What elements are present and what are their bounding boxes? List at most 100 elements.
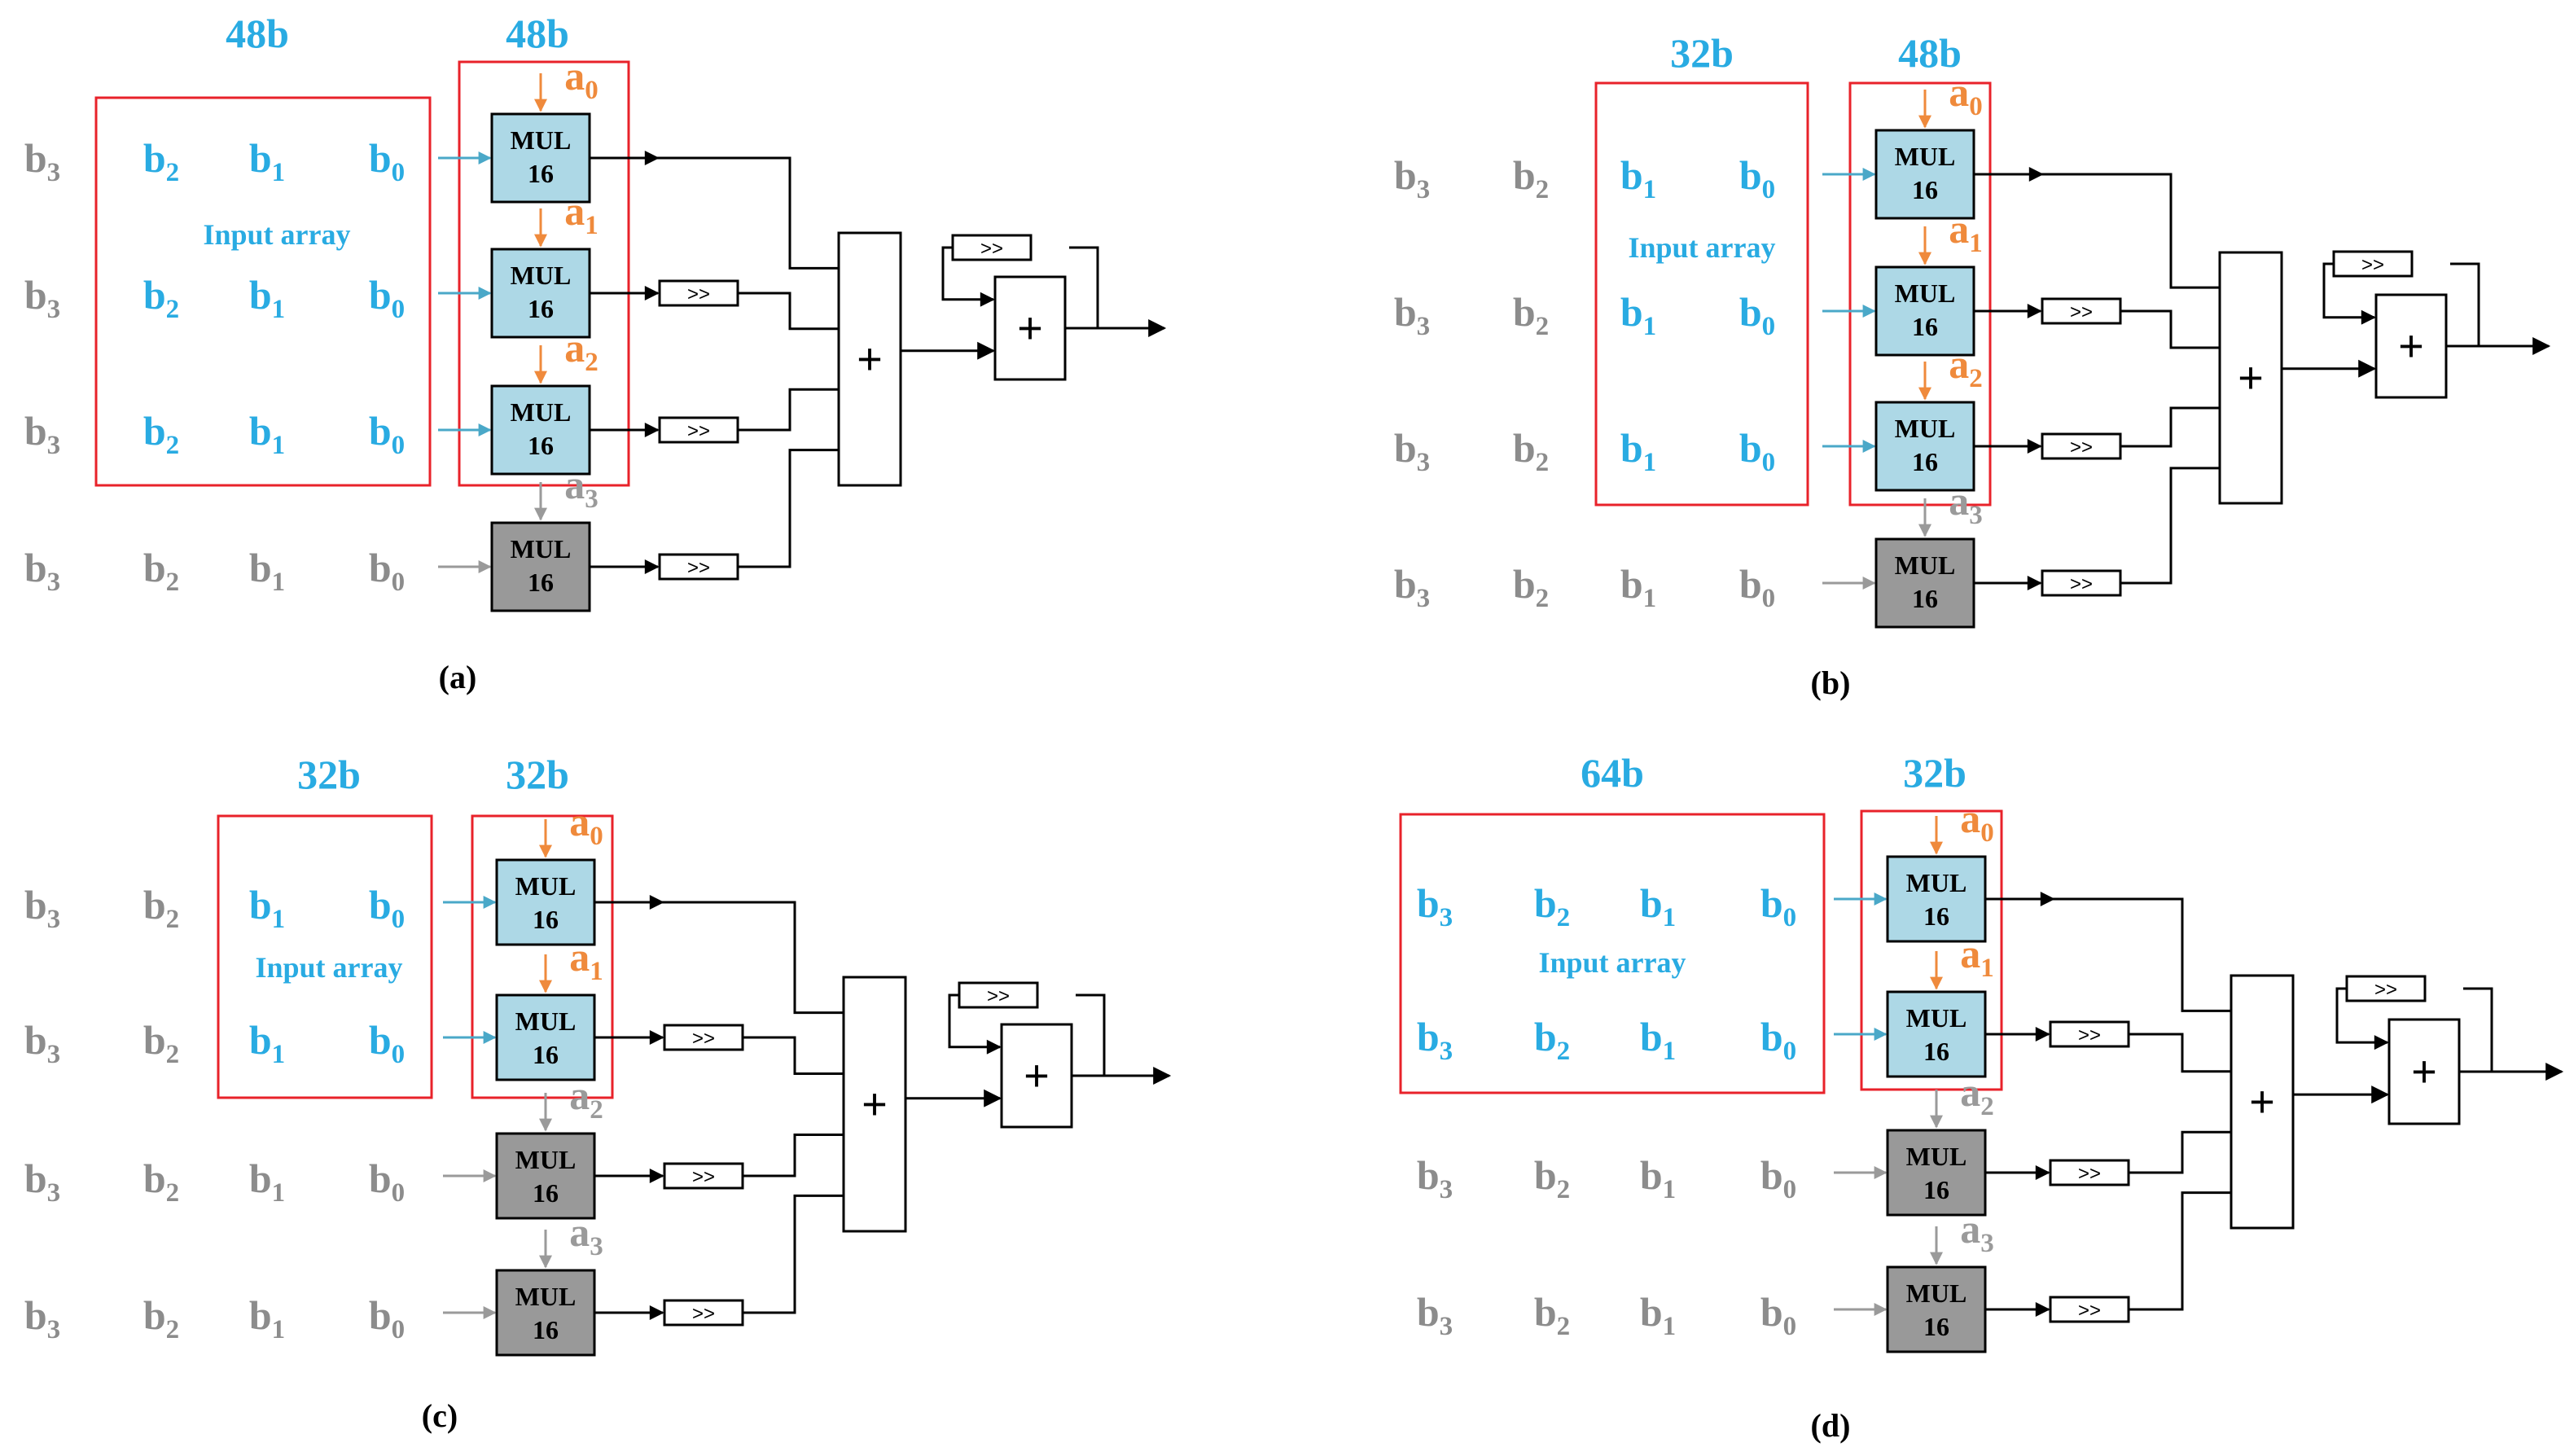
input-b2: b2 bbox=[143, 545, 179, 597]
shift-block bbox=[2041, 569, 2122, 597]
mul16-block bbox=[490, 521, 591, 612]
input-b1: b1 bbox=[1640, 1014, 1676, 1066]
accumulator-plus-label: + bbox=[1017, 304, 1043, 353]
coefficient-a2: a2 bbox=[1949, 341, 1983, 393]
feedback-shift-label: >> bbox=[2374, 979, 2397, 1001]
coefficient-width-label: 48b bbox=[1898, 30, 1962, 76]
input-b3: b3 bbox=[1417, 880, 1453, 932]
input-b1: b1 bbox=[249, 135, 285, 187]
input-b1: b1 bbox=[249, 1292, 285, 1344]
coefficient-a3: a3 bbox=[569, 1209, 603, 1261]
input-width-label: 48b bbox=[226, 11, 289, 56]
input-b0: b0 bbox=[369, 135, 405, 187]
accumulator-plus-label: + bbox=[2398, 322, 2424, 371]
mul-label: MUL bbox=[511, 125, 572, 155]
input-b3: b3 bbox=[1417, 1289, 1453, 1341]
mul-width-label: 16 bbox=[528, 568, 554, 597]
wire bbox=[2459, 987, 2493, 1073]
wire bbox=[743, 1036, 844, 1076]
input-b2: b2 bbox=[143, 408, 179, 460]
input-b3: b3 bbox=[24, 1017, 60, 1069]
mul-label: MUL bbox=[1895, 142, 1956, 171]
shift-label: >> bbox=[692, 1166, 715, 1188]
wire bbox=[2129, 1130, 2231, 1174]
input-b0: b0 bbox=[1760, 1289, 1796, 1341]
input-b0: b0 bbox=[1739, 289, 1775, 341]
input-width-label: 32b bbox=[1670, 30, 1734, 76]
shift-block bbox=[2049, 1020, 2130, 1048]
coefficient-a0: a0 bbox=[1949, 69, 1983, 121]
wire bbox=[1072, 993, 1106, 1077]
accumulator-block bbox=[2374, 293, 2448, 399]
feedback-shift-label: >> bbox=[2361, 254, 2384, 276]
mul-width-label: 16 bbox=[533, 1040, 559, 1069]
mul-label: MUL bbox=[1906, 1278, 1967, 1308]
wire bbox=[1065, 246, 1099, 330]
shift-block bbox=[2041, 432, 2122, 460]
input-b2: b2 bbox=[1534, 1152, 1570, 1204]
feedback-shift-block bbox=[951, 234, 1033, 261]
coefficient-a2: a2 bbox=[564, 325, 598, 377]
input-b3: b3 bbox=[24, 272, 60, 324]
shift-block bbox=[2041, 297, 2122, 325]
mul16-block bbox=[1886, 1265, 1987, 1353]
wire bbox=[948, 993, 1002, 1055]
input-array-frame bbox=[1594, 81, 1809, 507]
mul-width-label: 16 bbox=[533, 1178, 559, 1208]
panel-caption: (b) bbox=[1811, 664, 1851, 701]
input-b1: b1 bbox=[1640, 880, 1676, 932]
input-b3: b3 bbox=[1394, 289, 1430, 341]
input-b0: b0 bbox=[369, 1292, 405, 1344]
shift-block bbox=[658, 553, 739, 581]
mul-width-label: 16 bbox=[1912, 447, 1938, 476]
mul16-block bbox=[495, 1132, 596, 1220]
input-b1: b1 bbox=[1640, 1152, 1676, 1204]
wire bbox=[743, 1133, 844, 1178]
mul16-block bbox=[495, 993, 596, 1081]
wire bbox=[738, 449, 839, 568]
shift-label: >> bbox=[2078, 1163, 2101, 1185]
mul-label: MUL bbox=[1906, 868, 1967, 897]
accumulator-block bbox=[1000, 1023, 1073, 1129]
shift-label: >> bbox=[687, 557, 710, 579]
panel-caption: (a) bbox=[439, 659, 477, 695]
coefficient-a1: a1 bbox=[569, 934, 603, 986]
input-b1: b1 bbox=[249, 1156, 285, 1208]
shift-block bbox=[2049, 1296, 2130, 1323]
multiplier-group-frame bbox=[1860, 809, 2003, 1091]
wire bbox=[2054, 897, 2231, 1012]
input-b3: b3 bbox=[1394, 152, 1430, 204]
input-b1: b1 bbox=[1640, 1289, 1676, 1341]
multiplier-group-frame bbox=[1848, 81, 1992, 507]
mul16-block bbox=[490, 384, 591, 476]
panel-caption: (c) bbox=[422, 1397, 458, 1434]
shift-label: >> bbox=[692, 1303, 715, 1325]
mul-label: MUL bbox=[515, 1145, 577, 1174]
input-b3: b3 bbox=[24, 882, 60, 934]
mul-label: MUL bbox=[511, 534, 572, 564]
input-b3: b3 bbox=[24, 1156, 60, 1208]
input-b2: b2 bbox=[1513, 289, 1549, 341]
input-b2: b2 bbox=[1534, 1289, 1570, 1341]
shift-label: >> bbox=[687, 283, 710, 305]
input-array-label: Input array bbox=[1538, 946, 1686, 979]
input-b0: b0 bbox=[1760, 1014, 1796, 1066]
input-b0: b0 bbox=[1760, 880, 1796, 932]
shift-label: >> bbox=[2070, 301, 2093, 323]
mul16-block bbox=[1886, 855, 1987, 943]
mul-label: MUL bbox=[511, 397, 572, 427]
coefficient-a3: a3 bbox=[1960, 1206, 1994, 1258]
input-width-label: 64b bbox=[1581, 750, 1644, 796]
shift-label: >> bbox=[687, 420, 710, 442]
wire bbox=[2120, 309, 2220, 349]
adder-block bbox=[837, 231, 902, 487]
input-b3: b3 bbox=[1417, 1014, 1453, 1066]
coefficient-a0: a0 bbox=[569, 799, 603, 851]
mul16-block bbox=[1886, 1129, 1987, 1217]
input-array-frame bbox=[217, 814, 433, 1099]
accumulator-block bbox=[2387, 1018, 2461, 1125]
mul-label: MUL bbox=[515, 1006, 577, 1036]
mul16-block bbox=[1886, 990, 1987, 1078]
input-b3: b3 bbox=[1394, 425, 1430, 477]
